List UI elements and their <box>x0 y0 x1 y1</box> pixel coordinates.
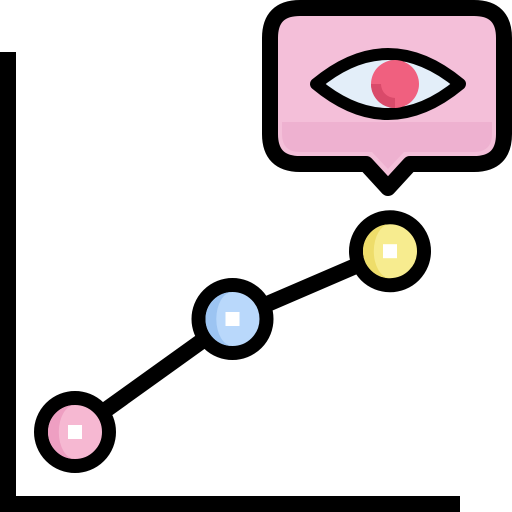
y-axis-line <box>0 52 16 512</box>
data-point-center-square <box>225 312 240 326</box>
speech-bubble-lower-shade <box>282 122 492 169</box>
chart-axes <box>0 52 460 512</box>
speech-bubble <box>262 0 512 196</box>
data-point-shade <box>363 224 390 279</box>
data-point-center-square <box>383 244 397 259</box>
eye-iris-shadow <box>371 84 395 108</box>
data-point-shade <box>205 292 233 346</box>
data-point-pink <box>34 391 116 473</box>
chart-data-points <box>34 210 431 473</box>
eye-icon <box>310 48 466 120</box>
data-point-yellow <box>349 210 431 293</box>
x-axis-line <box>0 496 460 512</box>
data-point-blue <box>191 278 274 360</box>
data-point-shade <box>48 405 75 459</box>
data-point-center-square <box>68 425 82 439</box>
